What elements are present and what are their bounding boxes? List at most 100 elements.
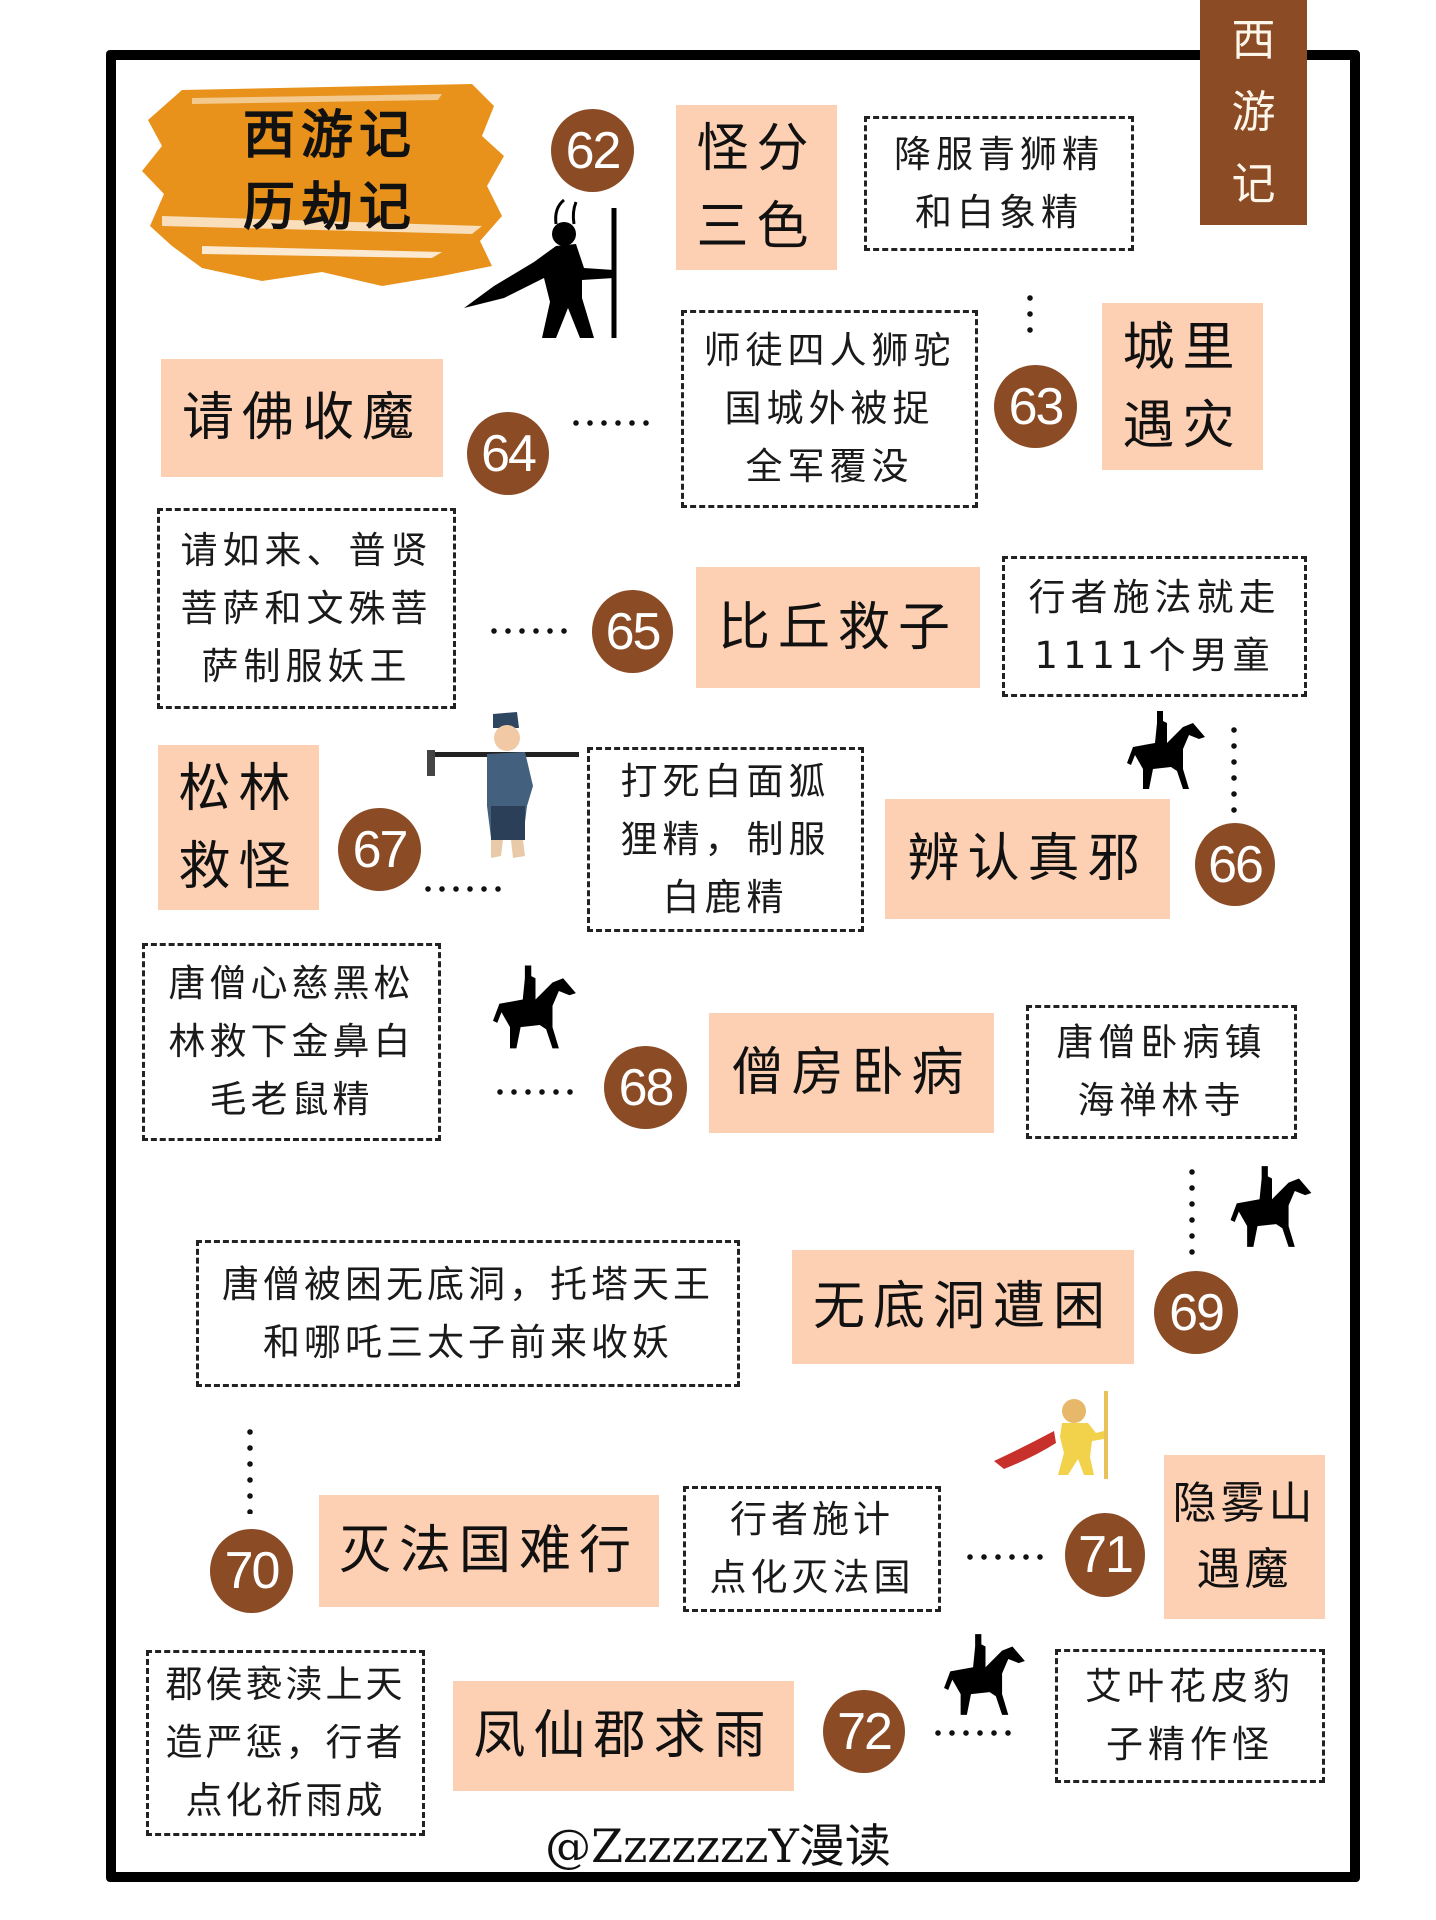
author-watermark: @ZzzzzzzY漫读: [545, 1819, 891, 1873]
episode-title-line: 松林: [178, 758, 299, 819]
episode-title-box: 松林 救怪: [158, 745, 319, 910]
episode-number-badge: 70: [210, 1529, 293, 1613]
episode-description-line: 狸精，制服: [620, 817, 831, 861]
episode-title-box: 凤仙郡求雨: [453, 1681, 794, 1791]
episode-description-line: 国城外被捉: [724, 387, 935, 430]
page-frame: [106, 50, 1360, 1882]
episode-description-line: 郡侯亵渎上天: [165, 1663, 406, 1706]
connector-dots: [493, 1089, 579, 1095]
episode-title-line: 遇灾: [1122, 395, 1243, 456]
episode-description-box: 打死白面狐 狸精，制服 白鹿精: [587, 747, 864, 932]
episode-title-box: 比丘救子: [696, 567, 980, 688]
episode-description-box: 降服青狮精 和白象精: [864, 116, 1134, 251]
title-splash: 西游记 历劫记: [142, 76, 508, 288]
side-title-tab: 西 游 记: [1200, 0, 1307, 225]
episode-title-box: 僧房卧病: [709, 1013, 994, 1133]
episode-description-line: 请如来、普贤: [180, 528, 433, 572]
episode-number-badge: 71: [1065, 1513, 1145, 1597]
episode-description-box: 行者施计 点化灭法国: [683, 1486, 941, 1612]
episode-number-badge: 65: [592, 590, 673, 673]
connector-dots: [487, 628, 573, 634]
episode-description-box: 唐僧卧病镇 海禅林寺: [1026, 1005, 1297, 1139]
episode-title-box: 灭法国难行: [319, 1495, 659, 1607]
episode-description-box: 艾叶花皮豹 子精作怪: [1055, 1649, 1325, 1783]
episode-description-line: 降服青狮精: [894, 132, 1104, 176]
monk-on-horse-silhouette-icon: [493, 965, 576, 1049]
episode-description-line: 毛老鼠精: [209, 1078, 374, 1121]
episode-title-line: 三色: [696, 196, 817, 257]
episode-title-box: 城里 遇灾: [1102, 303, 1263, 470]
episode-title-line: 隐雾山: [1172, 1478, 1317, 1529]
episode-title-line: 遇魔: [1196, 1544, 1293, 1595]
episode-description-line: 艾叶花皮豹: [1085, 1665, 1295, 1708]
monk-on-horse-silhouette-icon: [1127, 711, 1205, 789]
episode-description-line: 林救下金鼻白: [168, 1020, 415, 1063]
connector-dots: [931, 1730, 1019, 1736]
episode-number-badge: 69: [1154, 1271, 1238, 1354]
episode-title-box: 辨认真邪: [885, 799, 1170, 919]
brush-stroke-icon: [142, 84, 504, 286]
episode-number-badge: 63: [994, 365, 1077, 448]
episode-description-box: 唐僧心慈黑松 林救下金鼻白 毛老鼠精: [142, 943, 441, 1141]
episode-title-box: 隐雾山 遇魔: [1164, 1455, 1325, 1619]
episode-title-line: 请佛收魔: [181, 388, 422, 448]
episode-description-line: 造严惩，行者: [165, 1721, 406, 1764]
episode-description-line: 行者施计: [730, 1498, 894, 1541]
episode-number-badge: 66: [1195, 823, 1275, 906]
connector-dots: [1027, 290, 1033, 334]
episode-description-line: 师徒四人狮驼: [703, 329, 956, 372]
episode-description-line: 全军覆没: [745, 445, 914, 488]
episode-description-box: 请如来、普贤 菩萨和文殊菩 萨制服妖王: [157, 508, 456, 709]
episode-description-box: 唐僧被困无底洞，托塔天王 和哪吒三太子前来收妖: [196, 1240, 740, 1387]
connector-dots: [963, 1554, 1051, 1560]
title-line-1: 西游记: [242, 106, 417, 166]
episode-description-box: 行者施法就走 1111个男童: [1002, 556, 1307, 697]
episode-description-line: 1111个男童: [1034, 633, 1275, 677]
connector-dots: [569, 420, 657, 426]
episode-title-box: 怪分 三色: [676, 105, 837, 270]
episode-number-badge: 67: [338, 808, 421, 891]
episode-description-line: 和白象精: [915, 190, 1083, 234]
monkey-king-figure-icon: [994, 1391, 1108, 1479]
connector-dots: [421, 886, 509, 892]
episode-description-line: 唐僧心慈黑松: [168, 962, 415, 1005]
episode-description-line: 点化祈雨成: [185, 1779, 386, 1822]
episode-title-line: 比丘救子: [717, 597, 958, 658]
episode-number-badge: 72: [823, 1690, 905, 1773]
episode-description-line: 菩萨和文殊菩: [180, 586, 433, 630]
episode-number-badge: 62: [551, 109, 634, 192]
episode-description-line: 子精作怪: [1106, 1723, 1274, 1766]
episode-description-line: 和哪吒三太子前来收妖: [263, 1320, 673, 1364]
episode-title-box: 无底洞遭困: [792, 1250, 1134, 1364]
monkey-king-silhouette-icon: [464, 198, 617, 338]
episode-title-line: 救怪: [178, 836, 299, 897]
episode-description-line: 点化灭法国: [709, 1556, 915, 1599]
title-line-2: 历劫记: [242, 178, 417, 238]
episode-title-line: 无底洞遭困: [812, 1277, 1113, 1337]
episode-title-line: 僧房卧病: [731, 1043, 972, 1103]
episode-description-line: 白鹿精: [662, 875, 789, 919]
episode-description-line: 唐僧卧病镇: [1056, 1021, 1267, 1064]
episode-description-line: 海禅林寺: [1077, 1079, 1246, 1122]
episode-description-line: 行者施法就走: [1028, 575, 1281, 619]
page-title: 西游记 历劫记: [230, 100, 430, 244]
sha-wujing-figure-icon: [427, 712, 579, 858]
side-title-char: 记: [1231, 158, 1276, 210]
side-title-char: 西: [1231, 14, 1276, 66]
episode-title-box: 请佛收魔: [161, 359, 443, 477]
episode-title-line: 怪分: [696, 118, 817, 179]
episode-description-line: 唐僧被困无底洞，托塔天王: [222, 1262, 714, 1306]
episode-description-line: 萨制服妖王: [201, 644, 412, 688]
connector-dots: [247, 1424, 253, 1514]
monk-on-horse-silhouette-icon: [1230, 1166, 1312, 1247]
episode-description-box: 郡侯亵渎上天 造严惩，行者 点化祈雨成: [146, 1650, 425, 1836]
episode-description-box: 师徒四人狮驼 国城外被捉 全军覆没: [681, 310, 978, 508]
connector-dots: [1231, 722, 1237, 814]
side-title-char: 游: [1231, 86, 1276, 138]
episode-title-line: 城里: [1122, 317, 1243, 378]
episode-title-line: 辨认真邪: [907, 829, 1148, 889]
episode-number-badge: 64: [467, 412, 549, 495]
episode-description-line: 打死白面狐: [620, 759, 831, 803]
monk-on-horse-silhouette-icon: [944, 1634, 1025, 1715]
connector-dots: [1189, 1164, 1195, 1256]
